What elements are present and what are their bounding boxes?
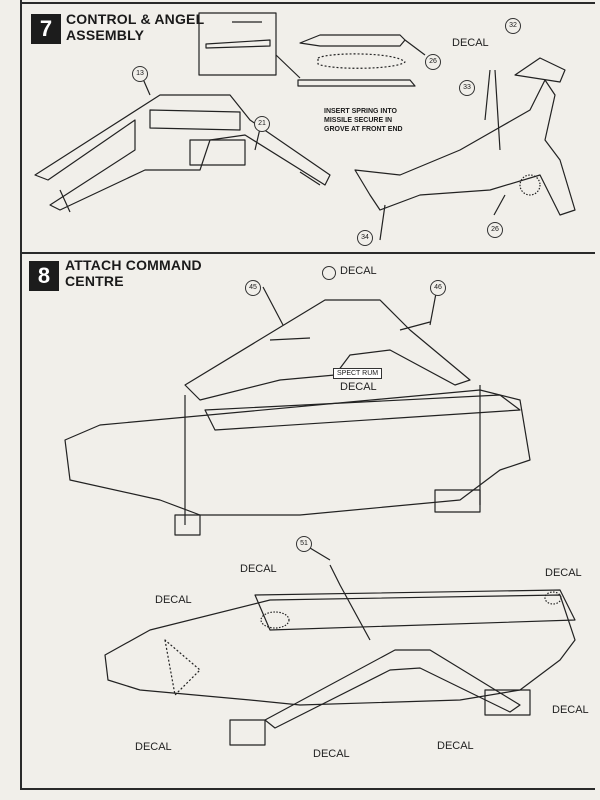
attach-arrows-8 <box>184 385 481 525</box>
carrier-hull-lower <box>104 594 576 706</box>
callout-13: 13 <box>132 66 148 82</box>
callout-46: 46 <box>430 280 446 296</box>
spring-coil <box>317 53 406 69</box>
callout-34: 34 <box>357 230 373 246</box>
leader-26 <box>404 39 426 56</box>
callout-26-top: 26 <box>425 54 441 70</box>
craft-decal-spot <box>519 174 541 196</box>
callout-32: 32 <box>505 18 521 34</box>
decal-label-6: DECAL <box>135 741 172 753</box>
section-divider <box>20 252 595 254</box>
angel-top-plate <box>149 109 241 131</box>
callout-21: 21 <box>254 116 270 132</box>
pod-left-lower <box>229 719 266 746</box>
callout-51: 51 <box>296 536 312 552</box>
callout-45: 45 <box>245 280 261 296</box>
pod-left-upper <box>174 514 201 536</box>
decal-label-1: DECAL <box>240 563 277 575</box>
decal-label-5: DECAL <box>437 740 474 752</box>
decal-label-7: DECAL <box>313 748 350 760</box>
step-8-title-line1: ATTACH COMMAND <box>65 257 202 273</box>
left-border <box>20 0 22 790</box>
step-7-title-line1: CONTROL & ANGEL <box>66 11 205 27</box>
angel-center-box <box>189 139 246 166</box>
part-51-leader <box>329 564 371 641</box>
decal-under-tag: DECAL <box>340 381 377 393</box>
command-bridge <box>184 299 471 401</box>
spring-note-line2: MISSILE SECURE IN <box>324 117 393 124</box>
inset-leader <box>275 54 301 79</box>
spectrum-tag: SPECT RUM <box>333 368 383 379</box>
deck-decal-left <box>260 611 290 629</box>
bottom-border <box>20 788 595 790</box>
decal-label-4: DECAL <box>552 704 589 716</box>
step-8-number: 8 <box>29 261 59 291</box>
callout-33: 33 <box>459 80 475 96</box>
pod-right-upper <box>434 489 481 513</box>
angel-leg-arrows <box>59 171 321 213</box>
inset-missile-tip <box>205 39 271 49</box>
top-border <box>20 2 595 4</box>
angel-craft <box>354 79 576 216</box>
decal-label-2: DECAL <box>545 567 582 579</box>
decal-marker-circle <box>322 266 336 280</box>
step-8-title-line2: CENTRE <box>65 273 124 289</box>
spring-note-line3: GROVE AT FRONT END <box>324 126 403 133</box>
angel-frame <box>34 94 331 211</box>
missile-lower <box>297 79 416 87</box>
bridge-pins <box>269 321 431 341</box>
callout-26-bottom: 26 <box>487 222 503 238</box>
craft-decal-leaders <box>484 69 501 151</box>
pod-right-lower <box>484 689 531 716</box>
step-7-title-line2: ASSEMBLY <box>66 27 145 43</box>
detail-inset-box <box>198 12 277 76</box>
step-7-number: 7 <box>31 14 61 44</box>
carrier-deck-upper <box>204 394 521 431</box>
decal-label-3: DECAL <box>155 594 192 606</box>
hull-decal-triangle <box>164 639 201 696</box>
missile-body <box>299 34 406 47</box>
carrier-hull-upper <box>64 389 531 516</box>
carrier-deck-lower <box>254 589 576 631</box>
decal-top-label: DECAL <box>340 265 377 277</box>
spring-note-line1: INSERT SPRING INTO <box>324 108 397 115</box>
angel-wing-32 <box>514 57 566 83</box>
bridge-on-carrier <box>264 649 521 729</box>
step-7-decal-label: DECAL <box>452 37 489 49</box>
deck-decal-right <box>544 591 562 605</box>
